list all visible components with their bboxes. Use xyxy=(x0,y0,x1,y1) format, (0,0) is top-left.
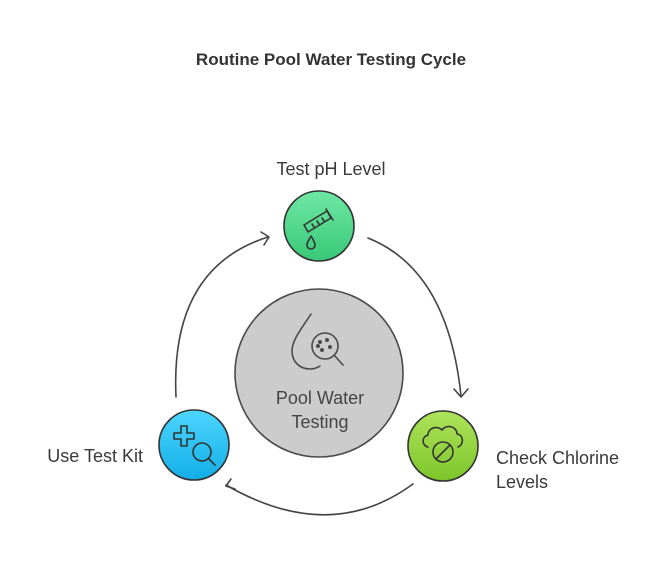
center-label-line1: Pool Water xyxy=(275,388,365,408)
chlorine-node-circle xyxy=(407,410,479,482)
test-kit-label: Use Test Kit xyxy=(47,446,143,466)
ph-level-label: Test pH Level xyxy=(276,159,386,179)
water-drop-magnifier-icon xyxy=(291,313,344,370)
cloud-prohibited-icon xyxy=(422,425,464,463)
diagram-title: Routine Pool Water Testing Cycle xyxy=(195,50,467,69)
center-label: Pool Water Testing xyxy=(240,386,400,434)
chlorine-label-line2: Levels xyxy=(496,472,549,492)
test-tube-drop-icon xyxy=(303,208,334,250)
chlorine-levels-label: Check Chlorine Levels xyxy=(496,446,619,494)
center-label-line2: Testing xyxy=(291,412,349,432)
plus-magnifier-icon xyxy=(173,425,216,466)
center-circle xyxy=(234,288,404,458)
arrow-chlorine-to-kit xyxy=(225,483,414,516)
chlorine-label-line1: Check Chlorine xyxy=(496,448,620,468)
arrow-ph-to-chlorine xyxy=(367,237,462,397)
kit-node-circle xyxy=(158,409,230,481)
arrow-kit-to-ph xyxy=(174,236,269,398)
cycle-arrows xyxy=(174,231,469,516)
